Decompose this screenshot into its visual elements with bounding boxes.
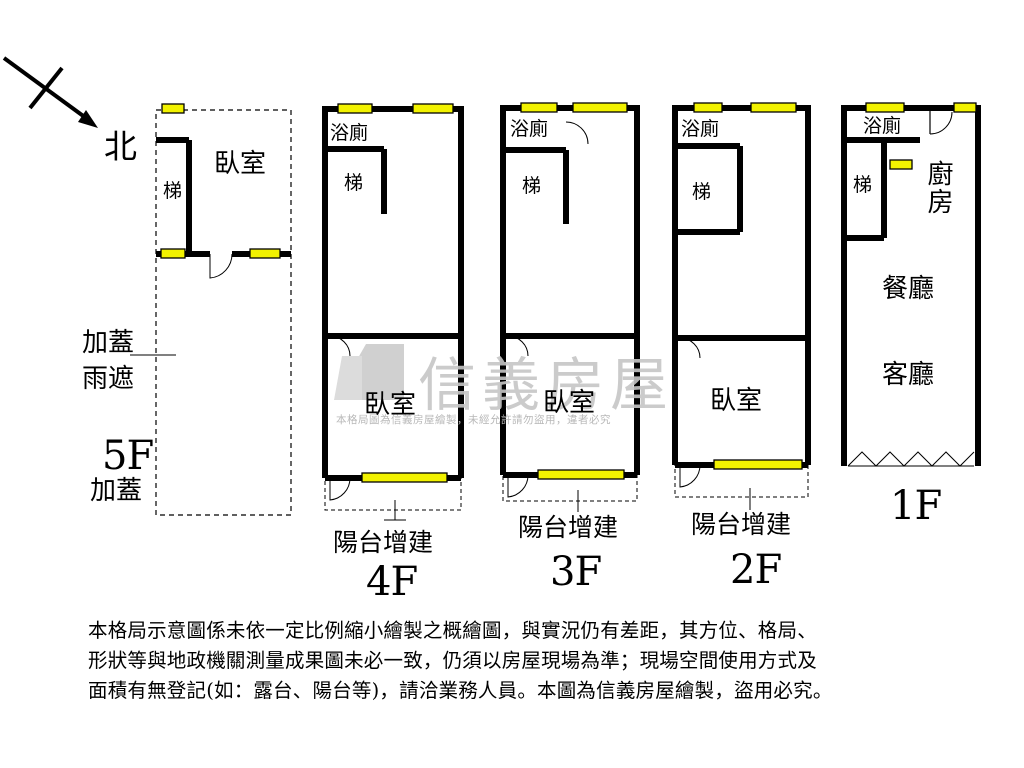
window [693, 102, 723, 113]
window [412, 103, 454, 114]
disclaimer-line: 面積有無登記(如：露台、陽台等)，請洽業務人員。本圖為信義房屋繪製，盜用必究。 [88, 679, 833, 702]
window [572, 102, 628, 113]
f5-note-label: 加蓋 [90, 476, 143, 506]
window [337, 103, 373, 114]
f3-room-label: 臥室 [543, 388, 596, 418]
f3-stair-label: 梯 [522, 175, 542, 197]
disclaimer-text: 本格局示意圖係未依一定比例縮小繪製之概繪圖，與實況仍有差距，其方位、格局、 形狀… [88, 616, 1008, 706]
window [750, 102, 797, 113]
window [160, 248, 186, 259]
floor-2f-plan [672, 102, 811, 510]
floor-3f-plan [500, 102, 640, 512]
watermark-logo-icon [334, 344, 404, 400]
f2-floor-label: 2F [730, 547, 782, 593]
f1-bath-label: 浴廁 [863, 115, 902, 137]
window [161, 103, 185, 114]
window [889, 159, 913, 170]
disclaimer-line: 形狀等與地政機關測量成果圖未必一致，仍須以房屋現場為準；現場空間使用方式及 [88, 649, 817, 672]
north-arrow-icon [2, 56, 98, 128]
f1-dining-label: 餐廳 [882, 274, 935, 304]
f3-floor-label: 3F [550, 549, 602, 595]
north-label: 北 [104, 127, 137, 166]
window [537, 469, 625, 480]
f4-floor-label: 4F [366, 559, 418, 605]
f4-room-label: 臥室 [364, 390, 417, 420]
f1-floor-label: 1F [890, 483, 942, 529]
f3-balcony-label: 陽台增建 [518, 513, 619, 542]
f4-balcony-label: 陽台增建 [333, 528, 434, 557]
f5-stair-label: 梯 [163, 180, 183, 202]
f2-bath-label: 浴廁 [681, 118, 720, 140]
f1-kitchen-label: 廚房 [923, 160, 953, 216]
f3-bath-label: 浴廁 [510, 118, 549, 140]
window [713, 459, 803, 470]
f5-canopy-label: 加蓋 雨遮 [82, 328, 135, 394]
f5-room-label: 臥室 [214, 149, 267, 179]
f5-floor-label: 5F [102, 433, 154, 479]
f2-balcony-label: 陽台增建 [691, 510, 792, 539]
f2-room-label: 臥室 [710, 386, 763, 416]
window [249, 248, 281, 259]
window [953, 102, 977, 113]
floor-1f-plan [841, 102, 981, 467]
f1-living-label: 客廳 [882, 360, 935, 390]
window [865, 102, 905, 113]
f4-stair-label: 梯 [344, 172, 364, 194]
window [520, 102, 558, 113]
floor-4f-plan [322, 103, 464, 521]
f4-bath-label: 浴廁 [330, 122, 369, 144]
disclaimer-line: 本格局示意圖係未依一定比例縮小繪製之概繪圖，與實況仍有差距，其方位、格局、 [88, 619, 817, 642]
f1-stair-label: 梯 [853, 174, 873, 196]
f2-stair-label: 梯 [692, 181, 712, 203]
window [361, 472, 448, 483]
floor-5f-plan [130, 103, 292, 516]
